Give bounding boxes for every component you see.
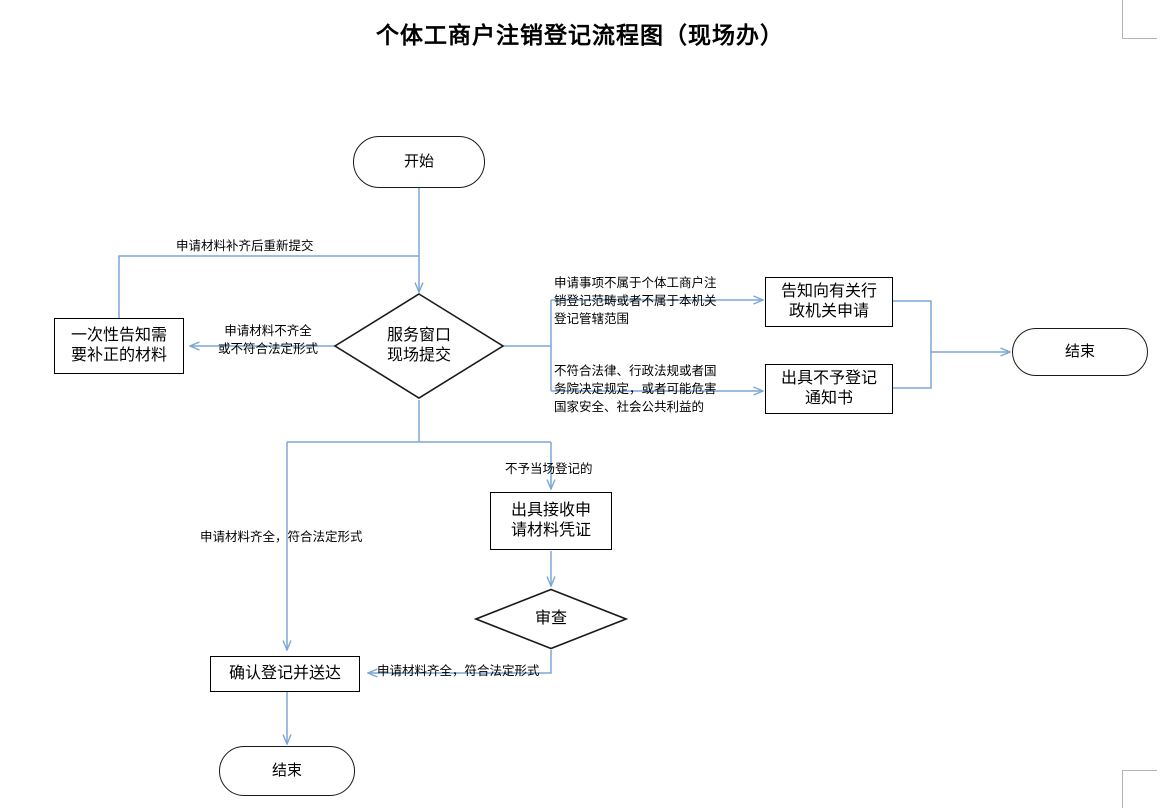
node-start[interactable]: 开始 — [353, 136, 485, 188]
crop-mark-top-right — [1122, 0, 1157, 39]
node-refusal-notice-label: 出具不予登记 通知书 — [780, 370, 877, 407]
diamond-shape — [474, 588, 628, 650]
crop-mark-bottom-right — [1122, 770, 1157, 808]
node-notify-correction[interactable]: 一次性告知需 要补正的材料 — [54, 318, 184, 374]
edge-label-not-onsite: 不予当场登记的 — [505, 462, 593, 476]
node-review-label: 审查 — [534, 610, 567, 628]
edge-label-complete-bottom: 申请材料齐全，符合法定形式 — [377, 664, 540, 678]
page-title: 个体工商户注销登记流程图（现场办） — [376, 23, 784, 48]
edge-label-resubmit: 申请材料补齐后重新提交 — [176, 239, 314, 253]
node-confirm-register-label: 确认登记并送达 — [228, 665, 341, 683]
node-window-submit-label: 服务窗口 现场提交 — [386, 327, 451, 364]
node-start-label: 开始 — [403, 152, 434, 170]
edge-label-illegal: 不符合法律、行政法规或者国 务院决定规定，或者可能危害 国家安全、社会公共利益的 — [554, 364, 717, 415]
edge-label-complete-left: 申请材料齐全，符合法定形式 — [200, 530, 363, 544]
node-receipt-voucher[interactable]: 出具接收申 请材料凭证 — [490, 492, 612, 550]
node-refusal-notice[interactable]: 出具不予登记 通知书 — [765, 364, 893, 414]
node-confirm-register[interactable]: 确认登记并送达 — [210, 656, 360, 692]
node-review[interactable]: 审查 — [474, 588, 628, 650]
node-end-right-label: 结束 — [1064, 342, 1095, 360]
node-end-bottom-label: 结束 — [271, 761, 302, 779]
edge-label-incomplete: 申请材料不齐全 或不符合法定形式 — [217, 324, 318, 357]
diamond-shape — [333, 293, 505, 399]
node-end-right[interactable]: 结束 — [1012, 328, 1148, 376]
node-window-submit[interactable]: 服务窗口 现场提交 — [333, 292, 505, 400]
node-receipt-voucher-label: 出具接收申 请材料凭证 — [510, 502, 591, 539]
node-notify-correction-label: 一次性告知需 要补正的材料 — [70, 327, 167, 364]
node-notify-other-agency[interactable]: 告知向有关行 政机关申请 — [765, 277, 893, 327]
edge-label-out-of-scope: 申请事项不属于个体工商户注 销登记范畴或者不属于本机关 登记管辖范围 — [554, 276, 717, 327]
node-notify-other-agency-label: 告知向有关行 政机关申请 — [780, 283, 877, 320]
node-end-bottom[interactable]: 结束 — [219, 746, 355, 796]
